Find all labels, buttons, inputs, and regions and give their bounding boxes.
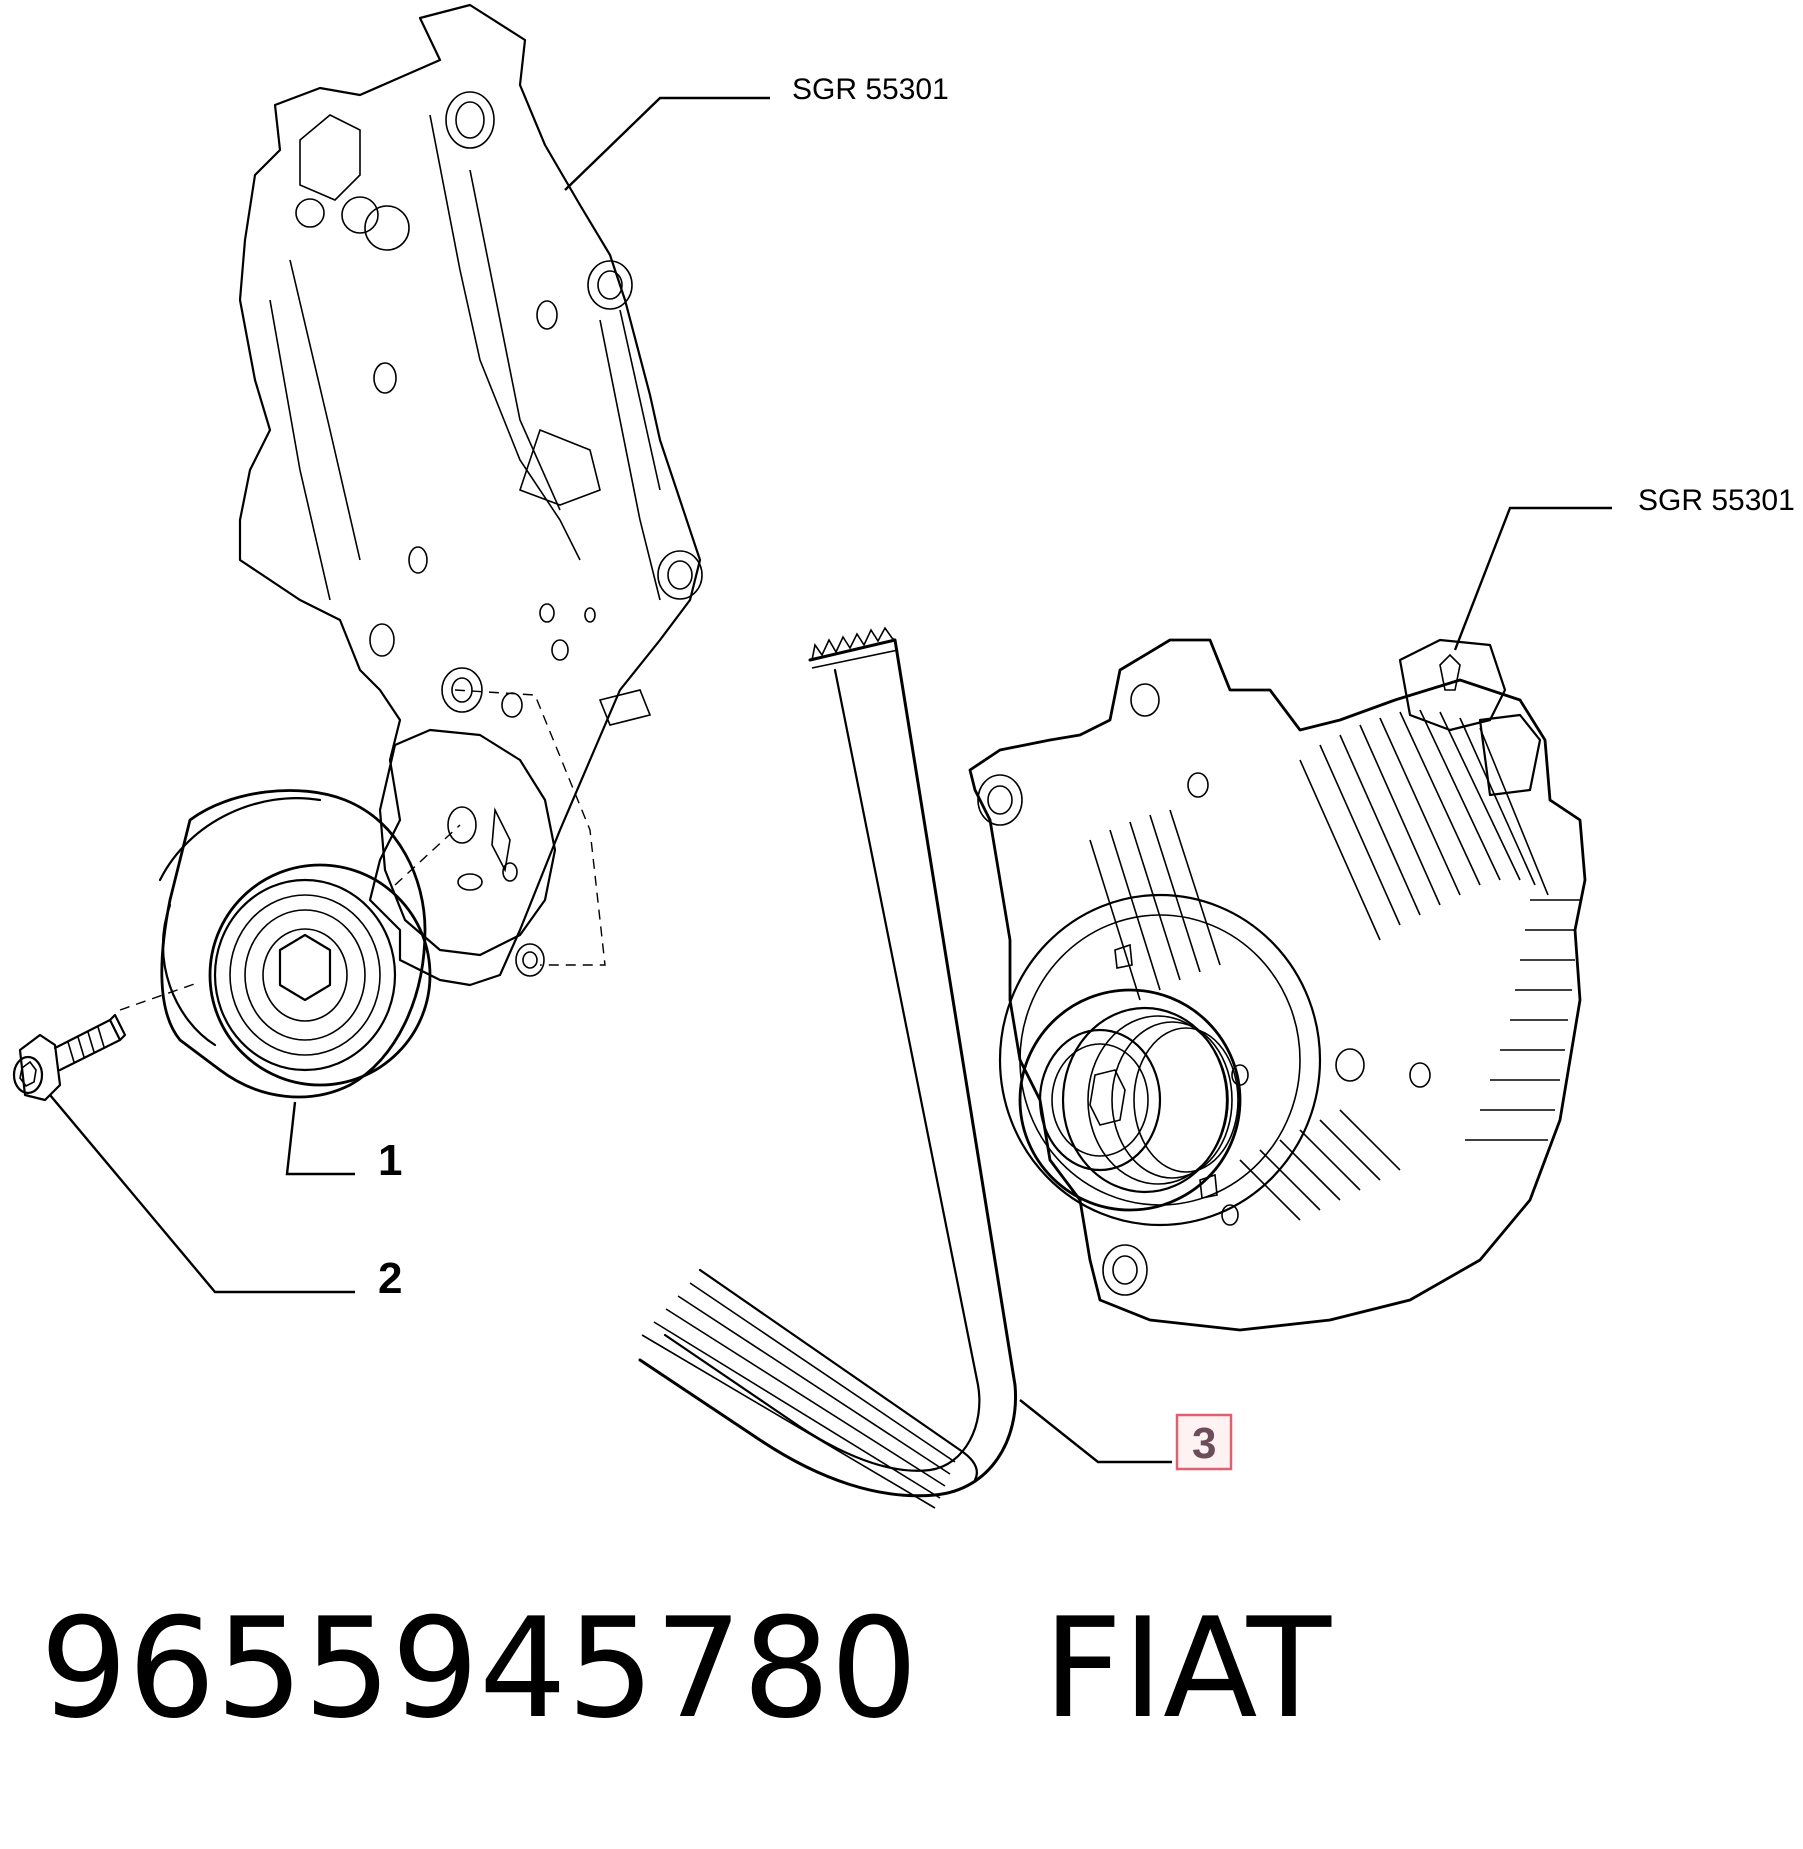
callout-2-label: 2 [378,1254,402,1303]
parts-diagram: SGR 55301 SGR 55301 1 2 3 [12,3,1795,1509]
tensioner-mount [378,667,606,977]
brand-name: FIAT [1043,1588,1332,1749]
part-number: 9655945780 [40,1588,918,1749]
leader-alternator-ref [1453,506,1612,651]
tensioner-pulley [119,789,461,1099]
leader-bracket-ref [564,96,770,191]
alternator [968,638,1587,1332]
bolt [12,1013,127,1102]
callout-3-label: 3 [1192,1419,1216,1468]
poly-v-belt [638,626,1018,1509]
callout-1-label: 1 [378,1136,402,1185]
callout-3-highlight-box [1175,1413,1233,1471]
mounting-bracket [238,3,703,987]
alternator-reference-label: SGR 55301 [1638,484,1795,517]
leader-callout-2 [49,1094,355,1294]
bracket-reference-label: SGR 55301 [792,73,949,106]
leader-callout-1 [285,1101,355,1176]
leader-callout-3 [1019,1399,1172,1464]
